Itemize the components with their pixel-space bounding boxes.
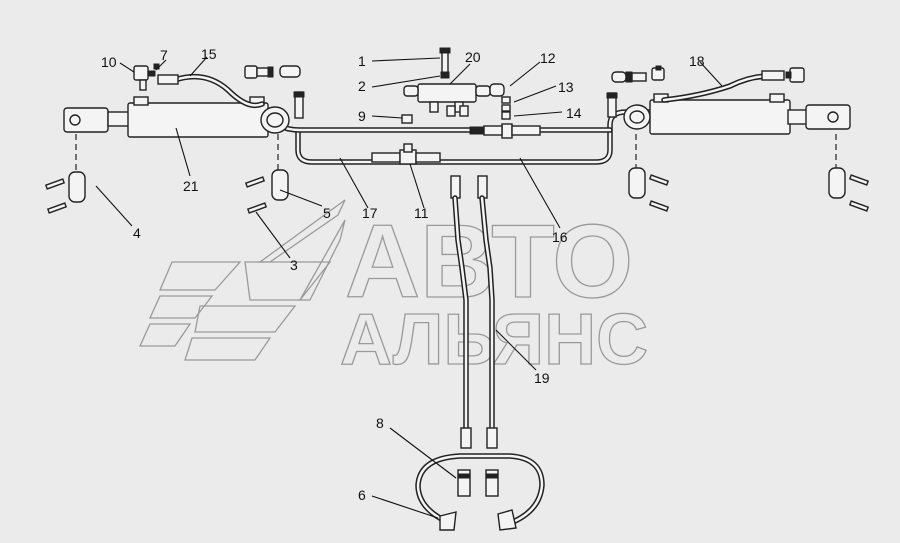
callout-7: 7 bbox=[160, 47, 168, 63]
right-upper-hose bbox=[661, 70, 785, 103]
left-vertical-fitting bbox=[293, 91, 305, 119]
callout-20: 20 bbox=[465, 49, 481, 65]
callout-15: 15 bbox=[201, 46, 217, 62]
watermark: АВТО АЛЬЯНС bbox=[138, 199, 649, 381]
callout-19: 19 bbox=[534, 370, 550, 386]
callout-17: 17 bbox=[362, 205, 378, 221]
callout-8: 8 bbox=[376, 415, 384, 431]
callout-21: 21 bbox=[183, 178, 199, 194]
main-pipe-loop bbox=[267, 109, 653, 165]
vertical-hoses bbox=[450, 175, 498, 449]
callout-3: 3 bbox=[290, 257, 298, 273]
callout-11: 11 bbox=[414, 205, 429, 221]
callout-2: 2 bbox=[358, 78, 366, 94]
leader-lines bbox=[95, 56, 723, 519]
left-elbow-fittings bbox=[133, 63, 301, 91]
callout-5: 5 bbox=[323, 205, 331, 221]
callout-9: 9 bbox=[358, 108, 366, 124]
right-hydraulic-cylinder bbox=[623, 93, 851, 135]
callout-13: 13 bbox=[558, 79, 574, 95]
callout-16: 16 bbox=[552, 229, 568, 245]
callout-1: 1 bbox=[358, 53, 366, 69]
lower-coupling-loop bbox=[415, 453, 545, 531]
lower-tee-fitting bbox=[371, 143, 441, 165]
center-valve-block bbox=[401, 47, 511, 124]
callout-14: 14 bbox=[566, 105, 582, 121]
callout-10: 10 bbox=[101, 54, 117, 70]
right-tee-fitting bbox=[469, 123, 541, 139]
callout-labels: 1 2 3 4 5 6 7 8 9 10 11 12 13 14 15 16 1… bbox=[101, 46, 705, 503]
callout-18: 18 bbox=[689, 53, 705, 69]
callout-4: 4 bbox=[133, 225, 141, 241]
watermark-logo bbox=[138, 199, 346, 361]
callout-6: 6 bbox=[358, 487, 366, 503]
pins-and-bushings bbox=[44, 134, 870, 214]
callout-12: 12 bbox=[540, 50, 556, 66]
left-hydraulic-cylinder bbox=[63, 96, 290, 138]
left-upper-hose bbox=[157, 73, 265, 109]
right-elbow-fittings bbox=[606, 65, 805, 118]
